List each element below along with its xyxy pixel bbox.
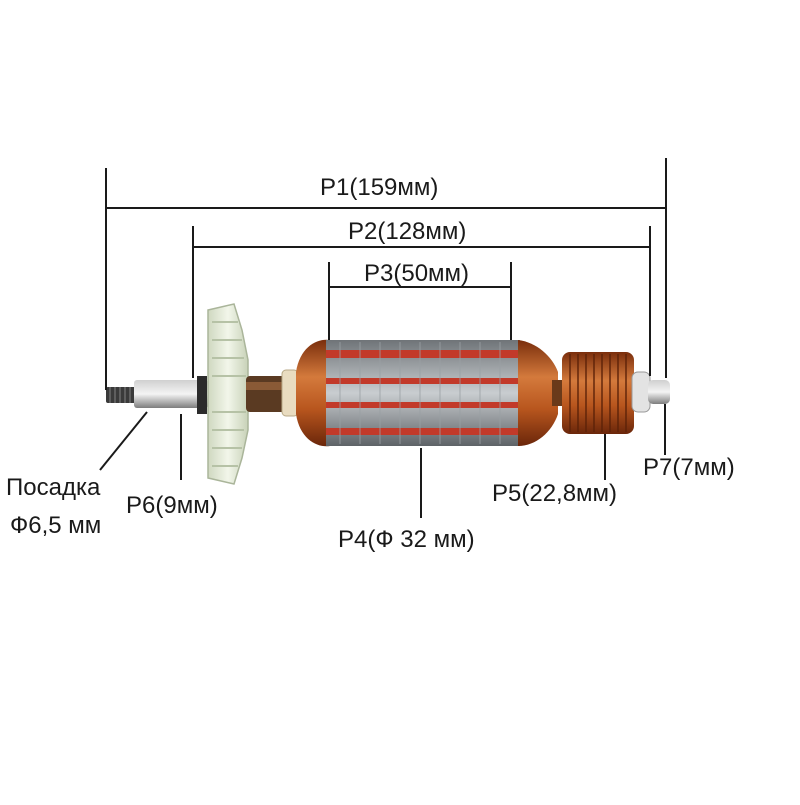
shaft-thread (106, 387, 136, 403)
leader-fit (99, 411, 148, 471)
label-p1: P1(159мм) (320, 174, 439, 201)
winding-right (518, 340, 558, 446)
label-p7: P7(7мм) (643, 454, 735, 481)
label-p3: P3(50мм) (364, 260, 470, 287)
rotor-core (326, 340, 520, 446)
spacer-ring (197, 376, 207, 414)
shaft-right (648, 380, 670, 404)
label-p5: P5(22,8мм) (492, 480, 618, 507)
fan-impeller (207, 303, 249, 485)
label-fit-title: Посадка (6, 474, 101, 501)
label-p4: P4(Ф 32 мм) (338, 526, 475, 553)
commutator (562, 352, 634, 434)
shaft-left (134, 380, 208, 408)
label-p6: P6(9мм) (126, 492, 218, 519)
winding-left (296, 339, 330, 447)
label-p2: P2(128мм) (348, 218, 467, 245)
label-fit-diameter: Ф6,5 мм (10, 512, 102, 539)
